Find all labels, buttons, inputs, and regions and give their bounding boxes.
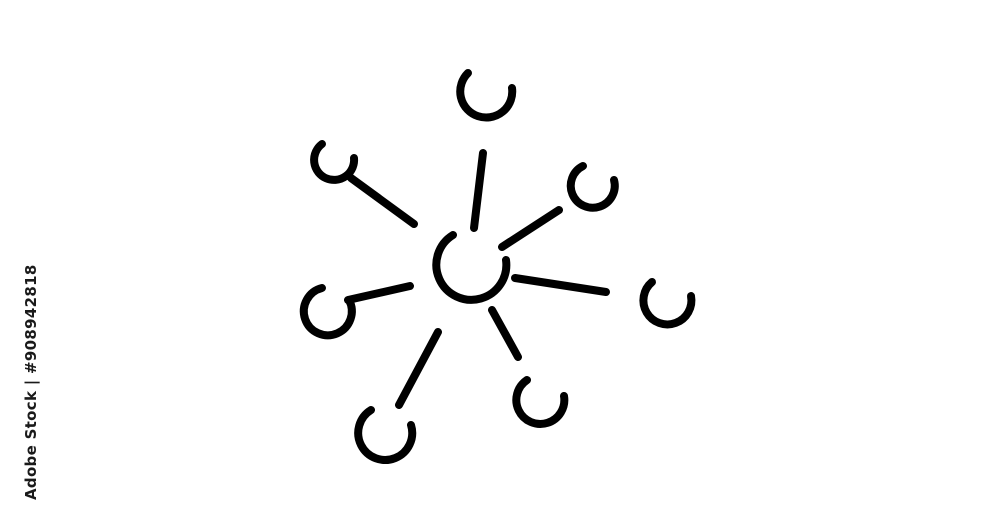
- spoke-left: [344, 282, 414, 304]
- node-lower-left-icon: [354, 406, 417, 464]
- spoke-upper-right: [498, 206, 563, 251]
- node-upper-left-icon: [310, 140, 359, 184]
- stock-id-watermark: Adobe Stock | #908942818: [22, 264, 40, 500]
- spoke-lower-left: [395, 328, 442, 409]
- node-upper-right-icon: [566, 162, 619, 212]
- node-left-icon: [299, 284, 356, 340]
- spoke-lower-right: [488, 306, 522, 361]
- node-lower-right-icon: [512, 376, 569, 428]
- node-top-icon: [456, 69, 517, 122]
- spoke-right: [511, 274, 610, 296]
- spoke-top: [470, 149, 487, 232]
- central-node-icon: [432, 231, 511, 304]
- spoke-upper-left: [347, 174, 418, 228]
- node-right-icon: [639, 278, 696, 329]
